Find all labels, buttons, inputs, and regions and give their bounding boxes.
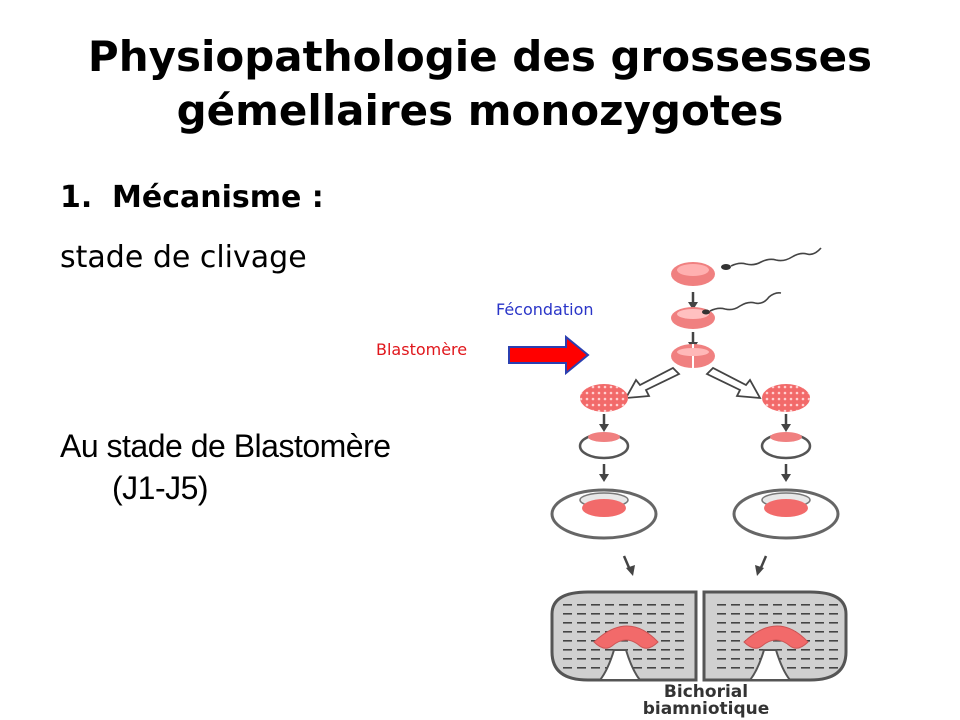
subheading: stade de clivage bbox=[60, 240, 307, 275]
diagram-caption: Bichorial biamniotique bbox=[596, 684, 816, 718]
caption-line2: biamniotique bbox=[642, 699, 770, 719]
blastomere-label: Blastomère bbox=[376, 340, 468, 359]
left-morula bbox=[580, 384, 628, 412]
right-implanted-embryo bbox=[732, 488, 840, 540]
slide-title-line1: Physiopathologie des grossesses bbox=[87, 32, 873, 81]
zygote-stage bbox=[671, 247, 822, 286]
section-heading: 1. Mécanisme : bbox=[60, 180, 324, 215]
heading-number: 1. bbox=[60, 180, 93, 215]
right-morula bbox=[762, 384, 810, 412]
two-cell-stage bbox=[671, 344, 715, 368]
slide-title: Physiopathologie des grossesses gémellai… bbox=[40, 30, 920, 138]
heading-text: Mécanisme : bbox=[112, 180, 324, 215]
right-placenta-sac bbox=[702, 590, 848, 682]
body-text: Au stade de Blastomère (J1-J5) bbox=[60, 425, 391, 509]
left-placenta-sac bbox=[550, 590, 698, 682]
right-blastocyst bbox=[760, 432, 812, 460]
split-arrows bbox=[624, 366, 762, 400]
body-line2: (J1-J5) bbox=[112, 470, 209, 506]
left-blastocyst bbox=[578, 432, 630, 460]
body-line1: Au stade de Blastomère bbox=[60, 428, 391, 464]
fecondation-label: Fécondation bbox=[496, 300, 594, 319]
blastomere-arrow-icon bbox=[508, 335, 590, 375]
caption-line1: Bichorial bbox=[663, 682, 749, 702]
slide-title-line2: gémellaires monozygotes bbox=[176, 86, 784, 135]
fertilized-egg-stage bbox=[671, 292, 782, 329]
left-implanted-embryo bbox=[550, 488, 658, 540]
twinning-diagram bbox=[550, 247, 848, 682]
